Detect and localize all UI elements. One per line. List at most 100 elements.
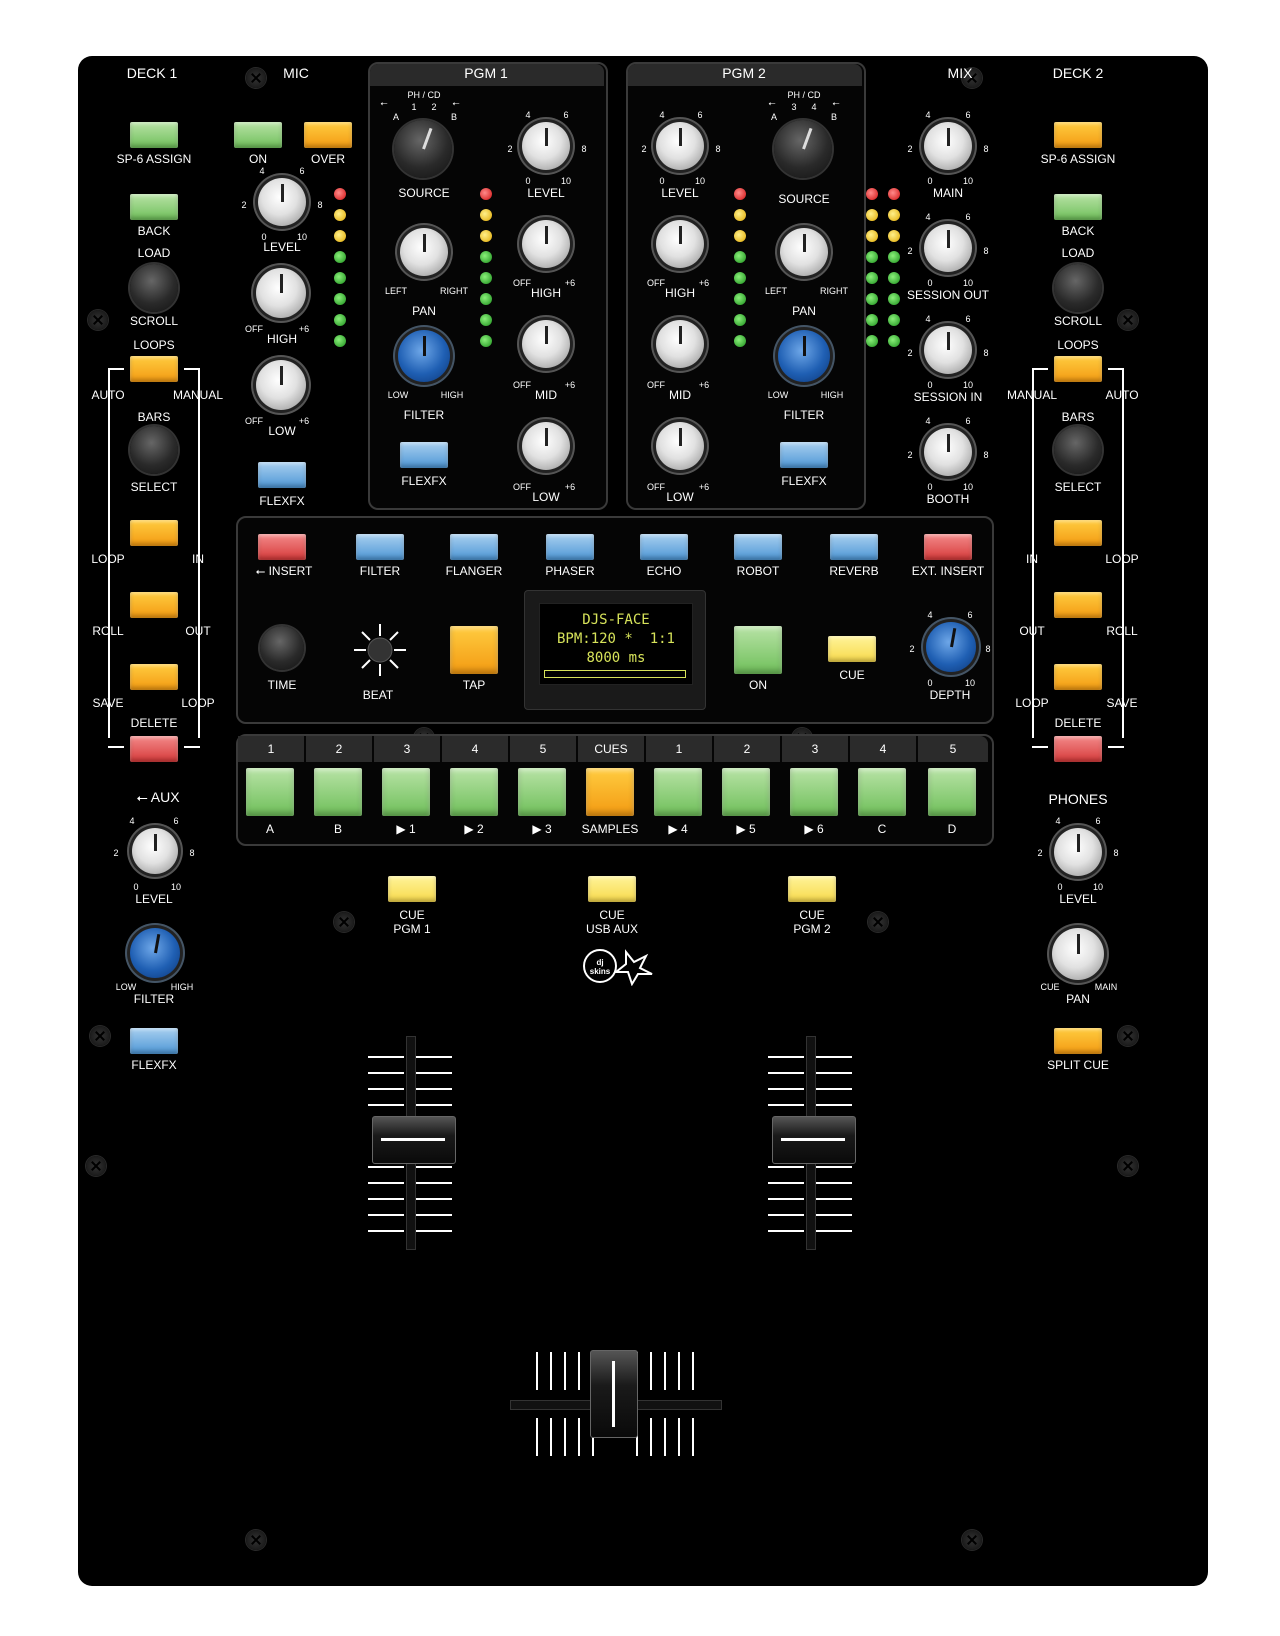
meter-led	[734, 209, 746, 221]
aux-level-knob[interactable]	[132, 828, 178, 874]
deck2-roll-out-button[interactable]	[1054, 592, 1102, 618]
pgm2-filter-knob[interactable]	[778, 330, 830, 382]
phones-pan-knob[interactable]	[1052, 928, 1104, 980]
deck2-back-button[interactable]	[1054, 194, 1102, 220]
fx-robot-button[interactable]	[734, 534, 782, 560]
cue-pgm1-button[interactable]	[388, 876, 436, 902]
deck1-roll-out-button[interactable]	[130, 592, 178, 618]
pad-b-button[interactable]	[314, 768, 362, 816]
screw-icon	[246, 1530, 266, 1550]
phones-level-label: LEVEL	[1059, 892, 1097, 906]
mic-high-knob[interactable]	[256, 268, 306, 318]
meter-led	[888, 335, 900, 347]
phones-level-knob[interactable]	[1054, 828, 1102, 876]
deck1-scroll-encoder[interactable]	[130, 264, 178, 312]
fx-cue-button[interactable]	[828, 636, 876, 662]
deck1-back-button[interactable]	[130, 194, 178, 220]
pad-tab-6: 1	[646, 736, 712, 762]
booth-knob[interactable]	[924, 428, 972, 476]
pgm2-mid-knob[interactable]	[656, 320, 704, 368]
fx-phaser-button[interactable]	[546, 534, 594, 560]
fx-ext-insert-button[interactable]	[924, 534, 972, 560]
mic-on-button[interactable]	[234, 122, 282, 148]
mic-level-knob[interactable]	[258, 178, 306, 226]
pgm2-low-knob[interactable]	[656, 422, 704, 470]
session-out-knob[interactable]	[924, 224, 972, 272]
pgm2-high-knob[interactable]	[656, 220, 704, 268]
deck1-bars-select-encoder[interactable]	[130, 426, 178, 474]
pad-play1-button[interactable]	[382, 768, 430, 816]
deck2-sp6-assign-button[interactable]	[1054, 122, 1102, 148]
pgm1-flexfx-button[interactable]	[400, 442, 448, 468]
scale-label: 10	[694, 176, 706, 186]
aux-filter-knob[interactable]	[130, 928, 180, 978]
scale-label: 4	[925, 110, 931, 120]
cue-usb-aux-button[interactable]	[588, 876, 636, 902]
pad-play2-button[interactable]	[450, 768, 498, 816]
meter-led	[866, 188, 878, 200]
session-in-knob[interactable]	[924, 326, 972, 374]
pgm1-low-knob[interactable]	[522, 422, 570, 470]
channel1-fader-cap[interactable]	[372, 1116, 456, 1164]
scale-label: 6	[965, 110, 971, 120]
scale-label: 6	[965, 212, 971, 222]
fx-on-button[interactable]	[734, 626, 782, 674]
deck2-save-loop-button[interactable]	[1054, 664, 1102, 690]
pad-play5-button[interactable]	[722, 768, 770, 816]
fx-echo-button[interactable]	[640, 534, 688, 560]
deck1-loop-in-button[interactable]	[130, 520, 178, 546]
pgm2-flexfx-button[interactable]	[780, 442, 828, 468]
main-level-knob[interactable]	[924, 122, 972, 170]
meter-led	[866, 209, 878, 221]
fx-filter-button[interactable]	[356, 534, 404, 560]
pgm1-mid-knob[interactable]	[522, 320, 570, 368]
pad-tab-10: 5	[918, 736, 988, 762]
pgm2-source-selector[interactable]	[774, 120, 832, 178]
cue-pgm2-button[interactable]	[788, 876, 836, 902]
pad-c-button[interactable]	[858, 768, 906, 816]
fx-reverb-button[interactable]	[830, 534, 878, 560]
fx-phaser-label: PHASER	[545, 564, 595, 578]
meter-led	[888, 314, 900, 326]
mic-low-knob[interactable]	[256, 360, 306, 410]
fx-tap-button[interactable]	[450, 626, 498, 674]
pad-samples-button[interactable]	[586, 768, 634, 816]
deck1-loops-button[interactable]	[130, 356, 178, 382]
deck2-loop-in-button[interactable]	[1054, 520, 1102, 546]
pad-play6-button[interactable]	[790, 768, 838, 816]
pgm2-level-knob[interactable]	[656, 122, 704, 170]
fx-time-encoder[interactable]	[260, 626, 304, 670]
mic-flexfx-button[interactable]	[258, 462, 306, 488]
deck2-load-label: LOAD	[1061, 246, 1095, 260]
deck2-scroll-label: SCROLL	[1053, 314, 1103, 328]
pad-play3-button[interactable]	[518, 768, 566, 816]
deck2-scroll-encoder[interactable]	[1054, 264, 1102, 312]
deck1-delete-button[interactable]	[130, 736, 178, 762]
deck1-save-loop-button[interactable]	[130, 664, 178, 690]
crossfader-cap[interactable]	[590, 1350, 638, 1438]
pgm1-filter-knob[interactable]	[398, 330, 450, 382]
pgm1-level-knob[interactable]	[522, 122, 570, 170]
scale-label: 6	[967, 610, 973, 620]
deck1-sp6-assign-button[interactable]	[130, 122, 178, 148]
plus6-label: +6	[698, 278, 710, 288]
pgm1-pan-knob[interactable]	[400, 228, 448, 276]
pgm2-pan-knob[interactable]	[780, 228, 828, 276]
pgm1-high-knob[interactable]	[522, 220, 570, 268]
pad-play4-button[interactable]	[654, 768, 702, 816]
split-cue-button[interactable]	[1054, 1028, 1102, 1054]
meter-led	[866, 314, 878, 326]
fx-flanger-button[interactable]	[450, 534, 498, 560]
channel2-fader-cap[interactable]	[772, 1116, 856, 1164]
deck2-delete-button[interactable]	[1054, 736, 1102, 762]
deck2-loops-button[interactable]	[1054, 356, 1102, 382]
fx-depth-knob[interactable]	[926, 622, 976, 672]
pad-d-button[interactable]	[928, 768, 976, 816]
aux-flexfx-button[interactable]	[130, 1028, 178, 1054]
scale-label: 2	[641, 144, 647, 154]
fx-insert-button[interactable]	[258, 534, 306, 560]
deck2-bars-select-encoder[interactable]	[1054, 426, 1102, 474]
fx-time-label: TIME	[267, 678, 297, 692]
pgm1-source-selector[interactable]	[394, 120, 452, 178]
pad-a-button[interactable]	[246, 768, 294, 816]
